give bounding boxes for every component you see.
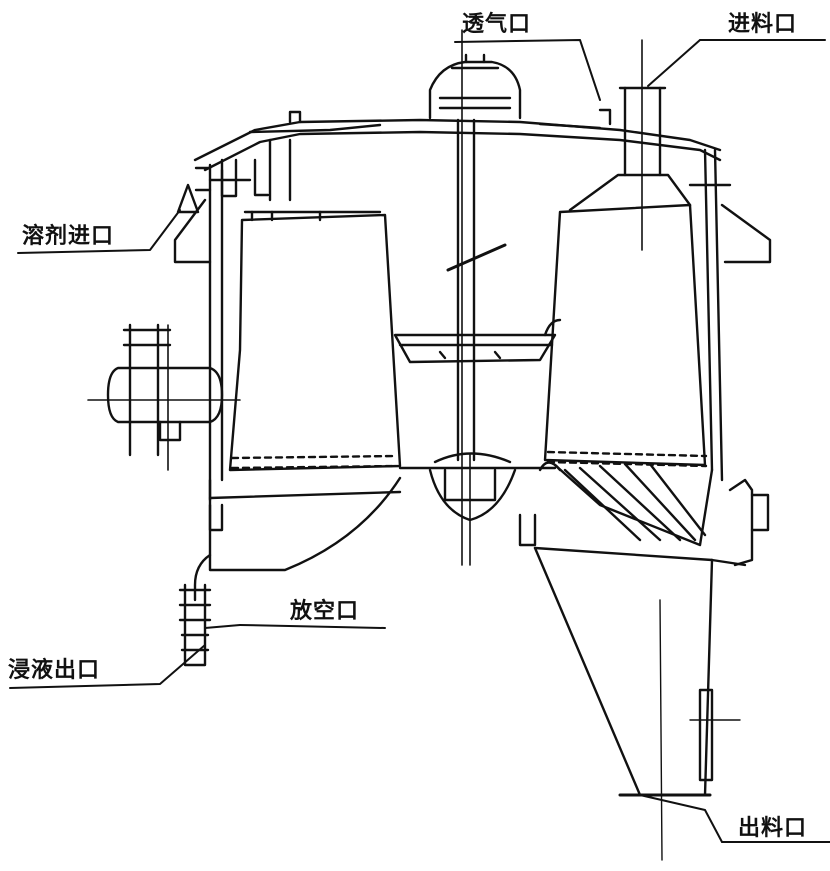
label-leachate-outlet: 浸液出口 [8,658,101,683]
top-cover [193,108,722,172]
central-shaft [446,29,507,566]
label-drain-vent: 放空口 [290,599,360,624]
label-feed-inlet: 进料口 [728,12,798,37]
right-drive [710,478,770,567]
left-basket [228,138,402,472]
right-basket [543,39,714,547]
side-motor [87,323,241,471]
label-discharge-outlet: 出料口 [738,816,808,841]
discharge-chute [518,513,741,861]
label-solvent-inlet: 溶剂进口 [22,224,115,249]
leachate-pipe [178,503,224,667]
label-vent: 透气口 [462,12,532,37]
bottom-hub [398,452,562,522]
vent-cap [428,53,522,120]
outer-shell [173,148,772,572]
leader-lines [9,39,830,843]
distributor-disc [393,318,562,364]
